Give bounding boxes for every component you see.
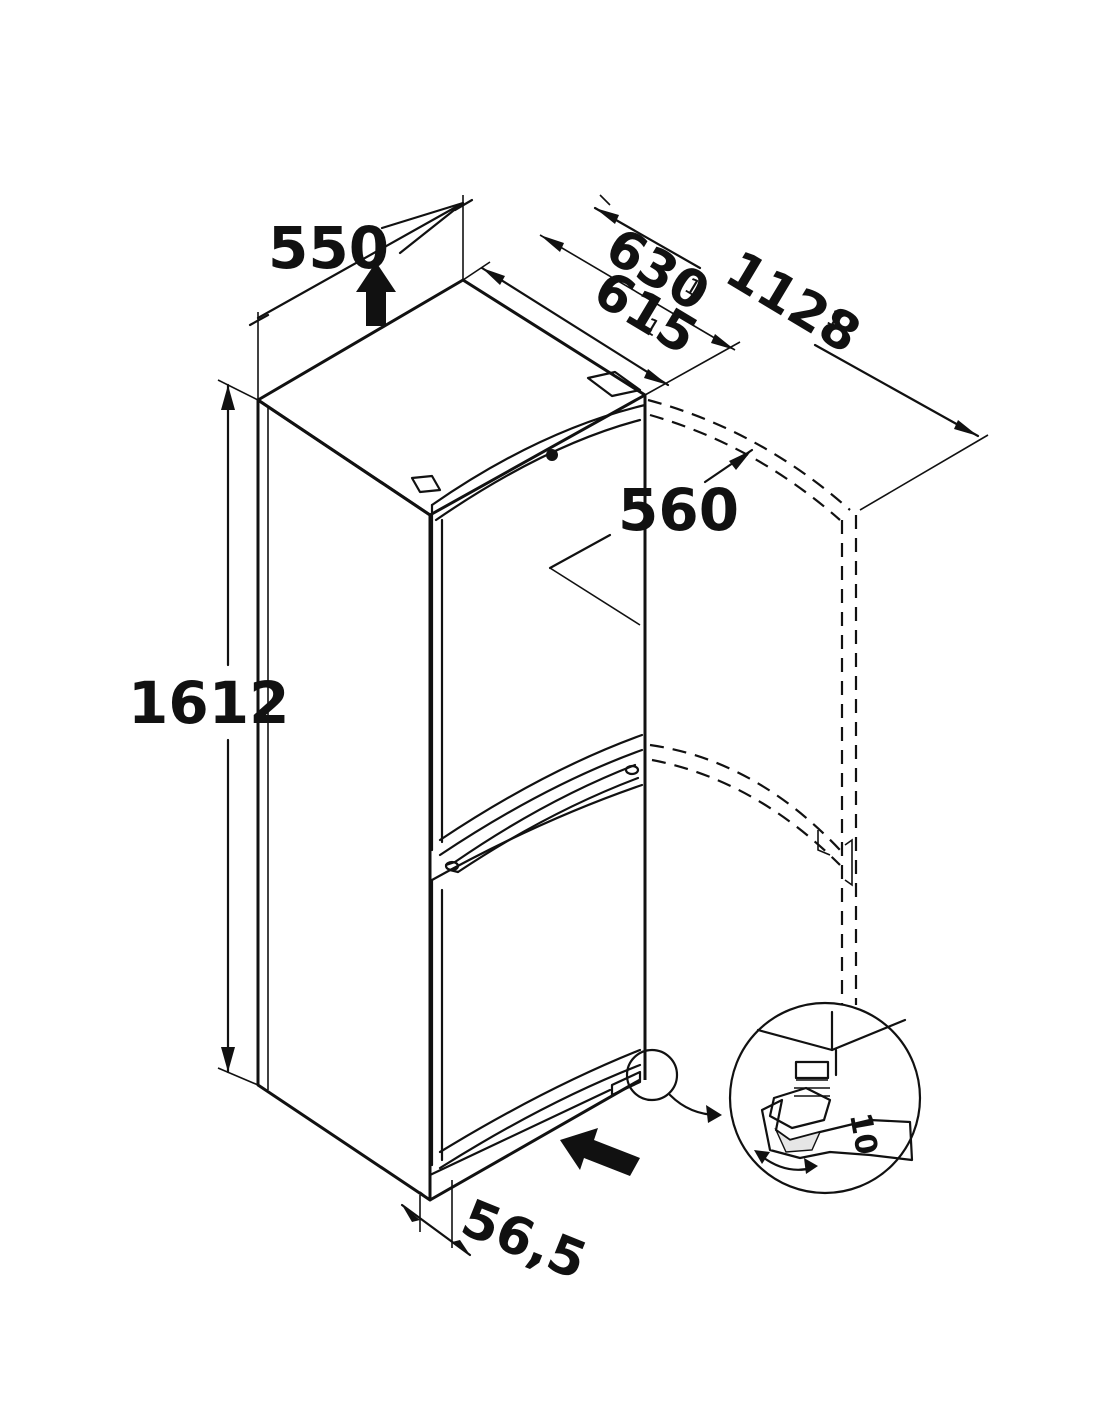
depth-1128-label: 1128 — [715, 240, 870, 366]
door-open-label: 560 — [618, 476, 739, 544]
wrench — [760, 1098, 914, 1162]
depth-dimensions: 615 1 630 1 1128 1 — [462, 194, 989, 511]
lower-door — [428, 783, 644, 1177]
fridge-body — [256, 278, 647, 1202]
plinth-label: 56,5 — [453, 1188, 594, 1292]
fridge-top-face — [256, 278, 647, 517]
width-dimension: 550 — [248, 195, 474, 400]
adjustment-nut — [768, 1086, 832, 1130]
height-label: 1612 — [128, 669, 289, 737]
push-arrow-icon — [560, 1128, 640, 1176]
open-door-dimension: 560 — [548, 448, 754, 626]
rotate-arrow-icon — [754, 1150, 770, 1164]
wrench-size-label: 10 — [842, 1110, 884, 1157]
airflow-arrow-up-icon — [356, 262, 396, 326]
foot-detail-callout: 10 — [625, 1001, 922, 1195]
callout-marker — [625, 1048, 679, 1102]
door-handle — [444, 763, 640, 874]
upper-door — [410, 370, 647, 857]
width-label: 550 — [268, 214, 389, 282]
open-door-outline — [647, 398, 858, 1005]
fridge-side-panel — [256, 398, 432, 1202]
top-hinge — [586, 370, 642, 398]
height-dimension: 1612 — [128, 379, 289, 1086]
display-dot — [546, 449, 558, 461]
foot — [610, 1070, 642, 1097]
detail-circle — [728, 1001, 922, 1195]
